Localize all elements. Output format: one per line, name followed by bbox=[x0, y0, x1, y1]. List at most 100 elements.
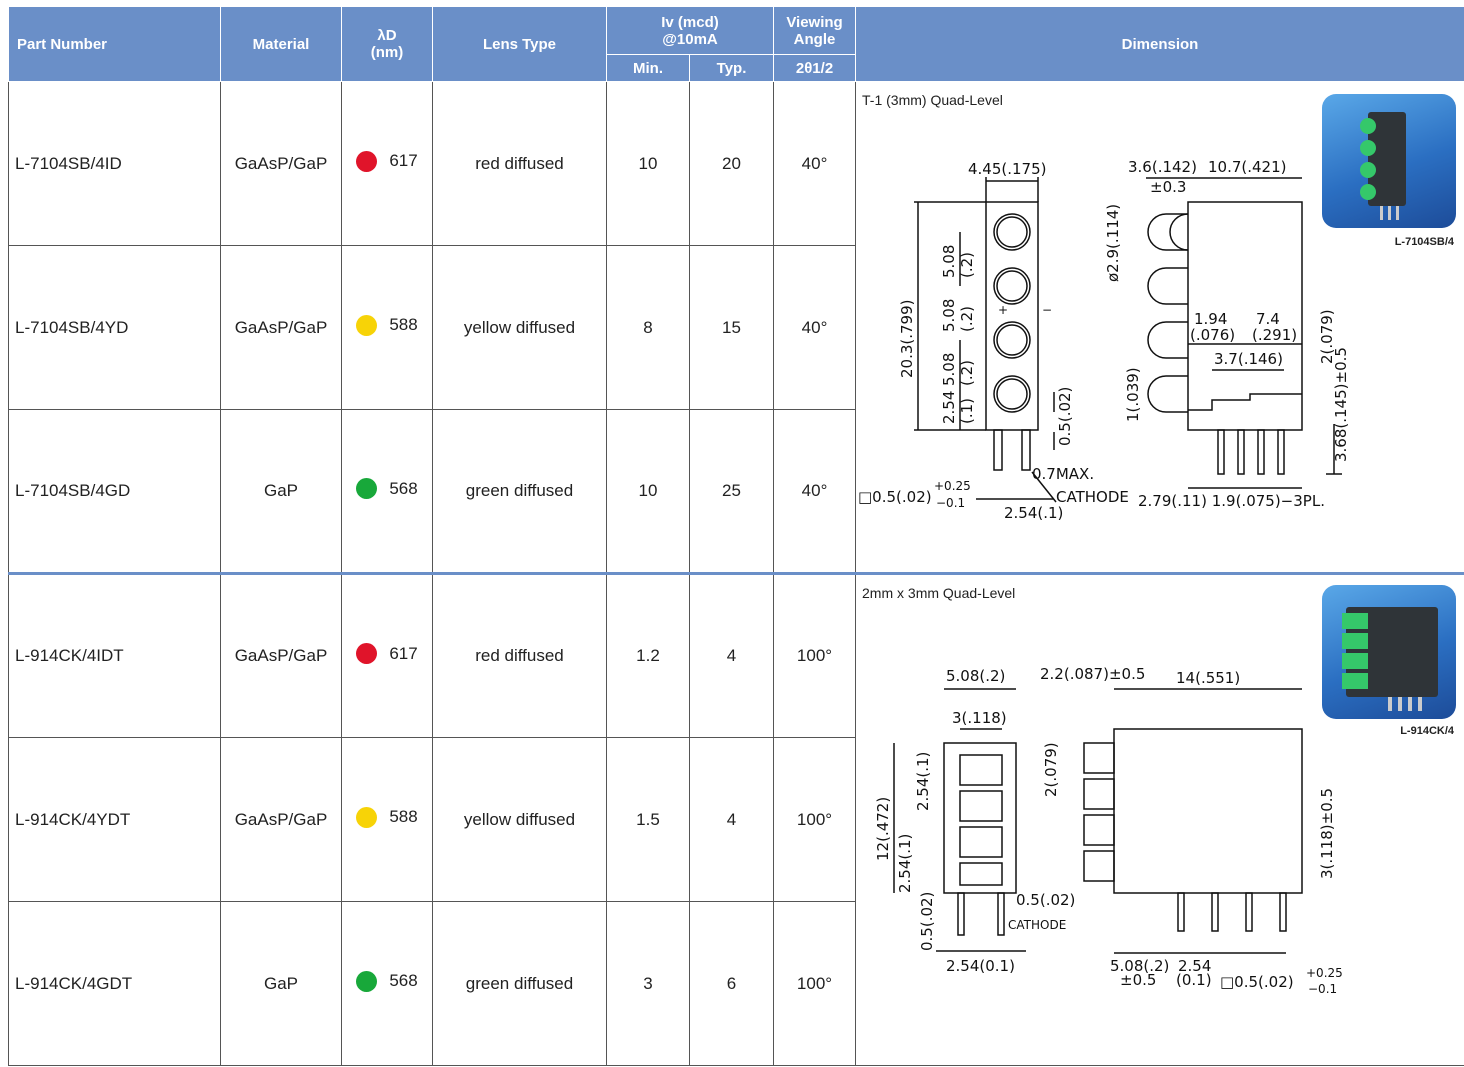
material: GaAsP/GaP bbox=[221, 82, 342, 246]
green-led-dot-icon bbox=[356, 971, 377, 992]
dim-lead-width: 0.5(.02) bbox=[1056, 387, 1074, 446]
dim-291: (.291) bbox=[1252, 326, 1297, 344]
wavelength-cell: 568 bbox=[342, 410, 433, 574]
wavelength: 568 bbox=[389, 479, 417, 499]
dim-p2: 2.54(.1) bbox=[896, 834, 914, 893]
dim-2: 2(.079) bbox=[1042, 742, 1060, 797]
material: GaAsP/GaP bbox=[221, 246, 342, 410]
green-led-dot-icon bbox=[356, 478, 377, 499]
dim-b2-in: (0.1) bbox=[1176, 971, 1212, 989]
iv-min: 1.5 bbox=[607, 738, 690, 902]
dim-tol-down: −0.1 bbox=[936, 496, 965, 510]
wavelength: 588 bbox=[389, 315, 417, 335]
dim-lead-right: 0.5(.02) bbox=[1016, 891, 1075, 909]
dim-base: 2.54 bbox=[940, 391, 958, 424]
dim-width: 5.08(.2) bbox=[946, 667, 1005, 685]
lens-type: green diffused bbox=[433, 902, 607, 1066]
viewing-angle: 40° bbox=[774, 82, 856, 246]
dim-max: 0.7MAX. bbox=[1032, 465, 1094, 483]
dim-b1-tol: ±0.5 bbox=[1120, 971, 1156, 989]
dim-width: 4.45(.175) bbox=[968, 160, 1047, 178]
dim-pitch-3-in: (.2) bbox=[958, 360, 976, 386]
dim-tol-down: −0.1 bbox=[1308, 982, 1337, 996]
dim-tol-03: ±0.3 bbox=[1150, 178, 1186, 196]
yellow-led-dot-icon bbox=[356, 315, 377, 336]
lens-type: red diffused bbox=[433, 574, 607, 738]
dim-tol-up: +0.25 bbox=[1306, 966, 1343, 980]
dim-pitch-1: 5.08 bbox=[940, 245, 958, 278]
lens-type: green diffused bbox=[433, 410, 607, 574]
wavelength: 617 bbox=[389, 151, 417, 171]
dim-pitch-3: 5.08 bbox=[940, 353, 958, 386]
dim-lead-pitch: 2.54(0.1) bbox=[946, 957, 1015, 975]
wavelength-cell: 617 bbox=[342, 82, 433, 246]
dim-top-2: 10.7(.421) bbox=[1208, 158, 1287, 176]
lens-type: yellow diffused bbox=[433, 738, 607, 902]
dim-pitch-2: 5.08 bbox=[940, 299, 958, 332]
material: GaAsP/GaP bbox=[221, 574, 342, 738]
lens-type: yellow diffused bbox=[433, 246, 607, 410]
table-row: L-914CK/4IDT GaAsP/GaP 617 red diffused … bbox=[9, 574, 1464, 738]
part-number: L-914CK/4IDT bbox=[9, 574, 221, 738]
part-number: L-7104SB/4ID bbox=[9, 82, 221, 246]
header-wavelength: λD(nm) bbox=[342, 7, 433, 82]
dim-base-in: (.1) bbox=[958, 398, 976, 424]
part-number: L-7104SB/4GD bbox=[9, 410, 221, 574]
material: GaAsP/GaP bbox=[221, 738, 342, 902]
dim-lead-pitch: 2.54(.1) bbox=[1004, 504, 1063, 522]
wavelength-cell: 588 bbox=[342, 738, 433, 902]
part-number: L-914CK/4GDT bbox=[9, 902, 221, 1066]
header-iv-label: Iv (mcd) bbox=[661, 14, 719, 31]
dim-inner: 3(.118) bbox=[952, 709, 1007, 727]
dim-37: 3.7(.146) bbox=[1214, 350, 1283, 368]
header-iv-condition: @10mA bbox=[662, 31, 717, 48]
dimension-drawing-2x3: 2mm x 3mm Quad-Level L-914CK/4 bbox=[856, 574, 1464, 1066]
dimension-drawing: 5.08(.2) 3(.118) 12(.472) 2.54(.1) 2.54(… bbox=[856, 575, 1456, 1067]
viewing-angle: 40° bbox=[774, 246, 856, 410]
cathode-label: CATHODE bbox=[1008, 918, 1066, 932]
wavelength-cell: 588 bbox=[342, 246, 433, 410]
iv-min: 10 bbox=[607, 410, 690, 574]
wavelength-cell: 568 bbox=[342, 902, 433, 1066]
iv-typ: 25 bbox=[690, 410, 774, 574]
table-row: L-7104SB/4ID GaAsP/GaP 617 red diffused … bbox=[9, 82, 1464, 246]
material: GaP bbox=[221, 902, 342, 1066]
dim-lead-left: 0.5(.02) bbox=[918, 892, 936, 951]
header-lambda-unit: (nm) bbox=[371, 44, 404, 61]
iv-min: 10 bbox=[607, 82, 690, 246]
material: GaP bbox=[221, 410, 342, 574]
dim-top-1: 2.2(.087)±0.5 bbox=[1040, 665, 1145, 683]
part-number: L-7104SB/4YD bbox=[9, 246, 221, 410]
part-number: L-914CK/4YDT bbox=[9, 738, 221, 902]
wavelength: 617 bbox=[389, 644, 417, 664]
dim-bottom: 2.79(.11) 1.9(.075)−3PL. bbox=[1138, 492, 1325, 510]
wavelength: 588 bbox=[389, 807, 417, 827]
header-dimension: Dimension bbox=[856, 7, 1464, 82]
wavelength: 568 bbox=[389, 971, 417, 991]
iv-typ: 4 bbox=[690, 738, 774, 902]
dim-pitch-2-in: (.2) bbox=[958, 306, 976, 332]
iv-typ: 15 bbox=[690, 246, 774, 410]
header-angle-sym: 2θ1/2 bbox=[774, 55, 856, 82]
dim-plus: + bbox=[998, 303, 1008, 317]
header-part-number: Part Number bbox=[9, 7, 221, 82]
header-lambda: λD bbox=[377, 27, 396, 44]
dim-pitch-1-in: (.2) bbox=[958, 252, 976, 278]
iv-typ: 20 bbox=[690, 82, 774, 246]
header-iv-typ: Typ. bbox=[690, 55, 774, 82]
yellow-led-dot-icon bbox=[356, 807, 377, 828]
dim-1: 1(.039) bbox=[1124, 367, 1142, 422]
viewing-angle: 100° bbox=[774, 902, 856, 1066]
dim-square-lead: □0.5(.02) bbox=[858, 488, 932, 506]
red-led-dot-icon bbox=[356, 151, 377, 172]
viewing-angle: 100° bbox=[774, 738, 856, 902]
dim-minus: − bbox=[1042, 303, 1052, 317]
iv-min: 3 bbox=[607, 902, 690, 1066]
iv-min: 8 bbox=[607, 246, 690, 410]
cathode-label: CATHODE bbox=[1056, 488, 1129, 506]
dim-p1: 2.54(.1) bbox=[914, 752, 932, 811]
dim-top-2: 14(.551) bbox=[1176, 669, 1240, 687]
dim-3: 3(.118)±0.5 bbox=[1318, 788, 1336, 879]
header-iv: Iv (mcd)@10mA bbox=[607, 7, 774, 55]
